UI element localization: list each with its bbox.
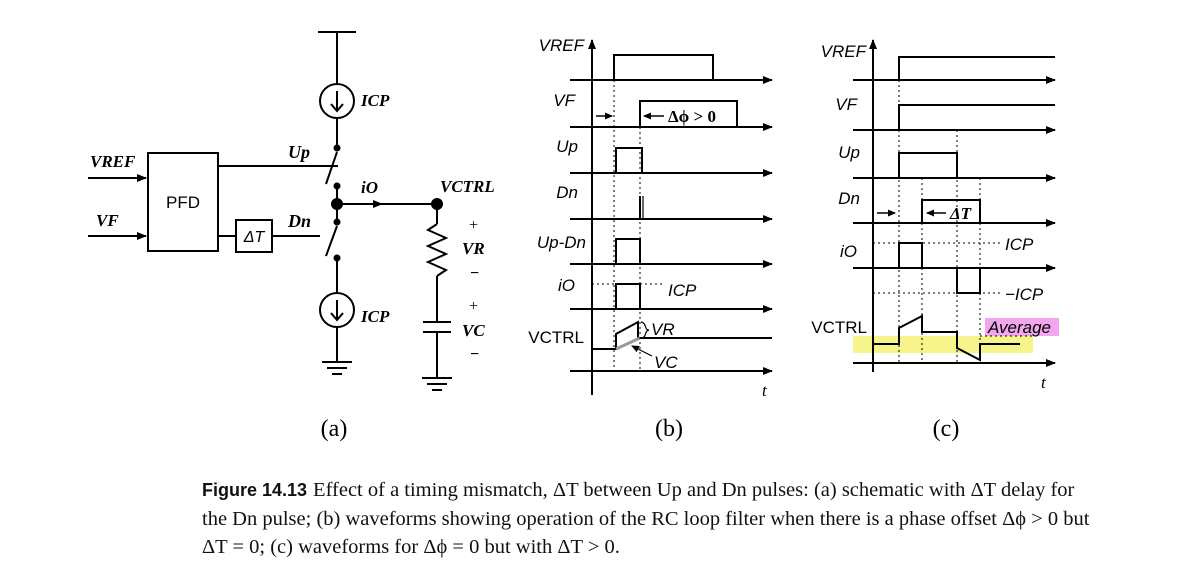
top-switch-node: [333, 144, 341, 152]
delay-label: ΔT: [243, 229, 266, 246]
b-row-label: iO: [558, 276, 575, 295]
top-source-label: ICP: [360, 91, 390, 110]
b-row-label: Up-Dn: [537, 233, 586, 252]
c-row-label: Dn: [838, 189, 860, 208]
c-row-label: iO: [840, 242, 857, 261]
c-vf-step: [898, 104, 1055, 130]
panel-a-schematic: [88, 31, 452, 391]
panel-c-guides: [873, 80, 1040, 363]
panel-a-labels: VREF VF PFD ΔT Up Dn ICP ICP iO VCTRL + …: [90, 91, 495, 442]
c-io-wave: [898, 242, 981, 294]
top-switch: [325, 151, 338, 185]
io-label: iO: [361, 178, 378, 197]
b-icp-label: ICP: [668, 281, 697, 300]
b-time-label: t: [762, 381, 768, 400]
c-vref-step: [898, 56, 1055, 80]
panel-b-guides: [592, 80, 664, 371]
panel-b-waveforms: [570, 39, 773, 395]
b-phase-annotation: Δϕ > 0: [668, 107, 716, 126]
b-row-label: Dn: [556, 183, 578, 202]
panel-a-label: (a): [321, 416, 348, 442]
vc-plus: +: [469, 298, 478, 315]
vr-label: VR: [462, 239, 485, 258]
b-vf-pulse: [639, 100, 738, 127]
b-vr-label: VR: [651, 320, 675, 339]
vr-minus: −: [470, 265, 479, 282]
b-vc-label: VC: [654, 353, 678, 372]
bottom-source-label: ICP: [360, 307, 390, 326]
c-average-highlight: [985, 318, 1059, 336]
b-row-label: VREF: [539, 36, 586, 55]
panel-b-labels: VREF VF Up Dn Up-Dn iO VCTRL ICP VR VC t…: [528, 36, 768, 442]
b-vc-leader: [631, 345, 653, 357]
b-vctrl-wave: [592, 320, 772, 350]
b-vr-brace: [640, 321, 650, 339]
pfd-block: [147, 152, 219, 252]
b-row-label: VCTRL: [528, 328, 584, 347]
c-row-label: VF: [835, 95, 858, 114]
c-delay-annotation: ΔT: [949, 204, 972, 223]
bottom-switch: [325, 225, 338, 257]
c-row-label: VREF: [821, 42, 868, 61]
c-icp-label: ICP: [1005, 235, 1034, 254]
vref-input-label: VREF: [90, 152, 136, 171]
b-updn-pulse: [615, 238, 641, 264]
b-up-pulse: [615, 147, 643, 173]
vf-input-label: VF: [96, 211, 119, 230]
c-neg-icp-label: −ICP: [1005, 285, 1044, 304]
dn-signal-label: Dn: [287, 211, 311, 231]
panel-b-label: (b): [655, 416, 683, 442]
vc-minus: −: [470, 346, 479, 363]
vr-plus: +: [469, 217, 478, 234]
c-row-label: Up: [838, 143, 860, 162]
c-average-label: Average: [987, 318, 1051, 337]
b-io-pulse: [615, 283, 641, 309]
up-signal-label: Up: [288, 142, 310, 162]
panel-c-label: (c): [933, 416, 960, 442]
vctrl-label: VCTRL: [440, 177, 495, 196]
resistor: [425, 223, 449, 277]
vc-label: VC: [462, 321, 485, 340]
caption-text: Effect of a timing mismatch, ΔT between …: [202, 479, 1090, 558]
c-dn-pulse: [921, 199, 981, 223]
b-vc-ramp: [615, 336, 641, 351]
b-vref-pulse: [613, 54, 714, 80]
c-row-label: VCTRL: [811, 318, 867, 337]
caption-label: Figure 14.13: [202, 480, 308, 500]
b-row-label: VF: [553, 91, 576, 110]
c-up-pulse: [898, 152, 958, 178]
pfd-label: PFD: [166, 193, 200, 212]
panel-c-labels: VREF VF Up Dn iO VCTRL ICP −ICP Average …: [811, 42, 1051, 442]
c-time-label: t: [1041, 373, 1047, 392]
b-row-label: Up: [556, 137, 578, 156]
